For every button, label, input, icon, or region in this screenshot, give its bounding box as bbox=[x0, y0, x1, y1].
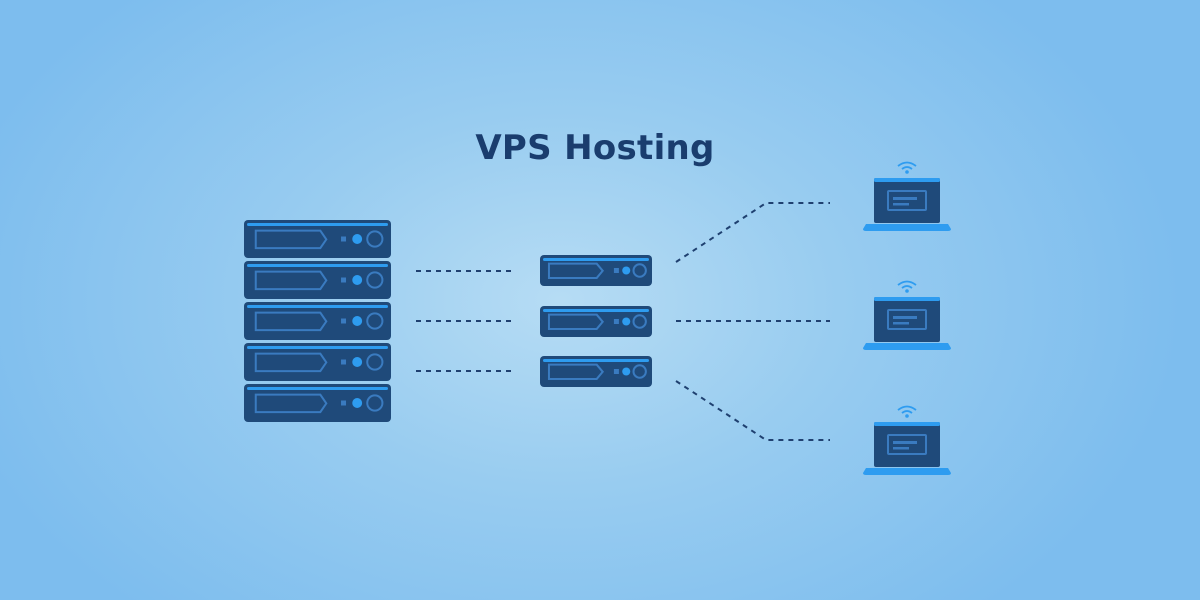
virtual-servers bbox=[540, 255, 652, 387]
connector-line bbox=[675, 380, 830, 441]
server-unit-icon bbox=[540, 255, 652, 286]
server-rack-unit bbox=[244, 384, 391, 422]
connectors bbox=[416, 202, 830, 441]
server-rack-unit bbox=[244, 302, 391, 340]
server-rack-unit bbox=[244, 261, 391, 299]
diagram-title: VPS Hosting bbox=[475, 128, 715, 168]
server-rack-icon bbox=[244, 220, 391, 422]
wifi-icon bbox=[897, 405, 917, 418]
connector-line bbox=[675, 202, 830, 263]
laptop-icon bbox=[863, 280, 951, 350]
server-rack-unit bbox=[244, 220, 391, 258]
wifi-icon bbox=[897, 280, 917, 293]
laptop-icon bbox=[863, 161, 951, 231]
server-unit-icon bbox=[540, 356, 652, 387]
wifi-icon bbox=[897, 161, 917, 174]
client-laptops bbox=[863, 161, 951, 475]
laptop-icon bbox=[863, 405, 951, 475]
server-unit-icon bbox=[540, 306, 652, 337]
server-rack-unit bbox=[244, 343, 391, 381]
